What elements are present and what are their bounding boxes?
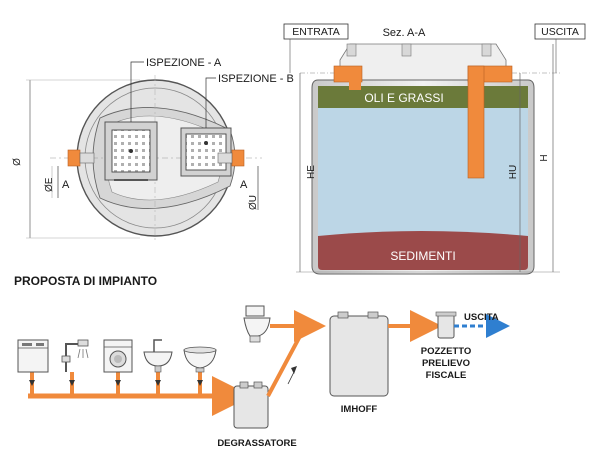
- plant-title: PROPOSTA DI IMPIANTO: [14, 274, 157, 288]
- outlet-diameter-label: ØU: [248, 195, 259, 210]
- imhoff-label: IMHOFF: [341, 404, 378, 415]
- inspection-a-label: ISPEZIONE - A: [146, 57, 222, 69]
- dimension-h: H: [539, 154, 550, 161]
- bidet-icon: [183, 346, 217, 373]
- top-view: Ø ISPEZIONE - A ISPEZIONE - B: [12, 57, 294, 240]
- inlet-label: ENTRATA: [292, 26, 339, 38]
- inlet-diameter-label: ØE: [44, 177, 55, 192]
- inspection-b-label: ISPEZIONE - B: [218, 73, 294, 85]
- degreaser-tank: [233, 381, 269, 429]
- inlet-label-box: [283, 23, 349, 40]
- section-view: ENTRATA Sez. A-A USCITA OLI E GRASSI SED…: [283, 23, 586, 275]
- shower-icon: [61, 339, 89, 372]
- inlet-stub: [67, 149, 81, 167]
- inlet-pipe: [333, 65, 363, 83]
- sampling-label-3: FISCALE: [426, 370, 467, 381]
- oil-layer-label: OLI E GRASSI: [364, 91, 443, 105]
- sampling-label-1: POZZETTO: [421, 346, 472, 357]
- sampling-well: [435, 311, 457, 339]
- plant-outlet-label: USCITA: [464, 312, 499, 323]
- section-a-right: A: [240, 179, 248, 191]
- diameter-label: Ø: [12, 158, 23, 166]
- washing-machine-icon: [103, 339, 133, 373]
- outlet-pipe-vertical: [467, 65, 485, 179]
- sediment-layer: [318, 231, 528, 270]
- section-title: Sez. A-A: [383, 27, 426, 39]
- outlet-label: USCITA: [541, 26, 579, 38]
- degreaser-label: DEGRASSATORE: [217, 438, 296, 449]
- inspection-b-hatch: [180, 127, 232, 177]
- section-a-left: A: [62, 179, 70, 191]
- sampling-label-2: PRELIEVO: [422, 358, 470, 369]
- dimension-he: HE: [306, 165, 317, 179]
- sink-icon: [143, 339, 173, 373]
- sediment-label: SEDIMENTI: [390, 249, 455, 263]
- liquid-layer: [318, 108, 528, 236]
- dishwasher-icon: [17, 339, 49, 373]
- outlet-stub: [231, 149, 245, 167]
- dimension-hu: HU: [508, 165, 519, 179]
- plant-scheme: PROPOSTA DI IMPIANTO: [14, 274, 510, 449]
- imhoff-tank: [329, 311, 389, 397]
- outlet-label-box: [534, 23, 586, 40]
- inspection-a-hatch: [104, 121, 158, 181]
- toilet-icon: [243, 305, 271, 343]
- pipe-degreaser-to-imhoff: [266, 322, 322, 397]
